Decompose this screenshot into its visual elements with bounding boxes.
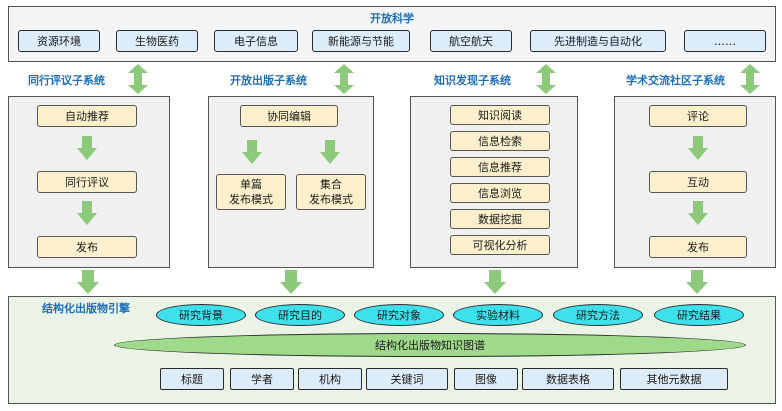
single-publish-mode-line2: 发布模式 [229,193,273,206]
field-advanced-manufacturing: 先进制造与自动化 [530,30,666,52]
engine-title: 结构化出版物引擎 [42,302,130,315]
double-arrow-community [740,64,760,94]
element-research-purpose: 研究目的 [255,304,345,326]
collection-publish-mode-line2: 发布模式 [309,193,353,206]
peer-review-step-publish: 发布 [37,236,137,258]
field-new-energy: 新能源与节能 [312,30,410,52]
double-arrow-knowledge-discovery [536,64,556,94]
meta-data-tables: 数据表格 [522,368,614,390]
down-arrow-peer-1 [77,136,97,160]
community-step-publish: 发布 [649,236,747,258]
down-arrow-community-2 [688,201,708,225]
knowledge-graph: 结构化出版物知识图谱 [114,333,746,357]
element-research-methods: 研究方法 [553,304,643,326]
meta-scholar: 学者 [230,368,294,390]
double-arrow-peer-review [128,64,148,94]
double-arrow-open-publishing [334,64,354,94]
field-biomedicine: 生物医药 [116,30,198,52]
field-electronic-information: 电子信息 [214,30,298,52]
down-arrow-community-1 [688,136,708,160]
down-arrow-to-engine-2 [280,270,302,294]
single-publish-mode-line1: 单篇 [240,178,262,191]
kd-item-retrieval: 信息检索 [450,131,550,151]
collection-publish-mode: 集合 发布模式 [296,174,366,210]
community-step-interact: 互动 [649,171,747,193]
down-arrow-to-engine-1 [77,270,99,294]
open-science-title: 开放科学 [370,12,414,25]
meta-title: 标题 [160,368,224,390]
knowledge-discovery-title: 知识发现子系统 [434,74,511,87]
peer-review-step-review: 同行评议 [37,171,137,193]
peer-review-title: 同行评议子系统 [28,74,105,87]
down-arrow-peer-2 [77,201,97,225]
meta-other: 其他元数据 [620,368,728,390]
element-research-results: 研究结果 [654,304,744,326]
field-aerospace: 航空航天 [430,30,512,52]
kd-item-browsing: 信息浏览 [450,183,550,203]
element-research-object: 研究对象 [354,304,444,326]
open-publishing-collab-edit: 协同编辑 [240,105,338,127]
collection-publish-mode-line1: 集合 [320,178,342,191]
down-arrow-to-engine-4 [686,270,708,294]
field-resources-environment: 资源环境 [18,30,100,52]
community-step-comment: 评论 [649,105,747,127]
field-more: …… [684,30,766,52]
down-arrow-publishing-right [320,140,340,164]
kd-item-data-mining: 数据挖掘 [450,209,550,229]
single-publish-mode: 单篇 发布模式 [216,174,286,210]
kd-item-reading: 知识阅读 [450,105,550,125]
meta-image: 图像 [454,368,518,390]
open-publishing-title: 开放出版子系统 [230,74,307,87]
community-title: 学术交流社区子系统 [626,74,725,87]
meta-institution: 机构 [298,368,362,390]
down-arrow-publishing-left [242,140,262,164]
meta-keywords: 关键词 [366,368,448,390]
kd-item-visual-analysis: 可视化分析 [450,235,550,255]
element-experimental-materials: 实验材料 [453,304,543,326]
peer-review-step-auto-recommend: 自动推荐 [37,105,137,127]
kd-item-recommendation: 信息推荐 [450,157,550,177]
down-arrow-to-engine-3 [484,270,506,294]
element-research-background: 研究背景 [156,304,246,326]
